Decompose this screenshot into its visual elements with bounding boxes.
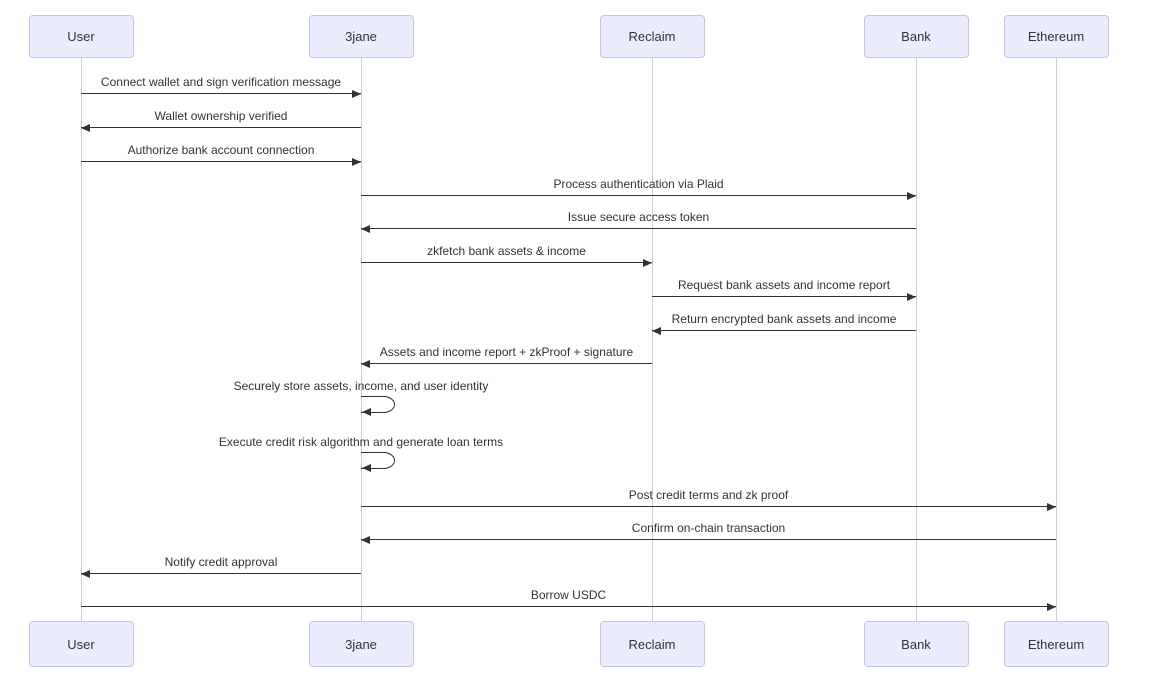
actor-label: Bank	[901, 636, 931, 652]
message-label: Return encrypted bank assets and income	[671, 312, 897, 326]
actor-label: User	[67, 636, 95, 652]
self-loop	[361, 452, 395, 469]
message-line	[81, 127, 361, 128]
message-line	[361, 363, 652, 364]
message-arrowhead	[361, 359, 370, 368]
self-message-label: Securely store assets, income, and user …	[233, 379, 489, 393]
self-loop	[361, 396, 395, 413]
message-arrowhead	[907, 191, 916, 200]
message-label: Assets and income report + zkProof + sig…	[379, 345, 634, 359]
self-loop-arrowhead	[362, 464, 371, 472]
message-label: Post credit terms and zk proof	[628, 488, 789, 502]
message-arrowhead	[352, 157, 361, 166]
message-label: Confirm on-chain transaction	[631, 521, 786, 535]
actor-ethereum-top: Ethereum	[1003, 15, 1109, 58]
message-arrowhead	[652, 326, 661, 335]
actor-3jane-top: 3jane	[308, 15, 414, 58]
lifeline-ethereum	[1056, 58, 1057, 621]
message-arrowhead	[1047, 602, 1056, 611]
actor-reclaim-bottom: Reclaim	[599, 621, 705, 667]
message-label: Request bank assets and income report	[677, 278, 891, 292]
message-arrowhead	[352, 89, 361, 98]
message-line	[361, 506, 1056, 507]
actor-label: Reclaim	[628, 29, 676, 44]
message-arrowhead	[81, 569, 90, 578]
self-loop-arrowhead	[362, 408, 371, 416]
self-message-label: Execute credit risk algorithm and genera…	[218, 435, 504, 449]
message-arrowhead	[361, 224, 370, 233]
actor-label: Ethereum	[1027, 29, 1085, 44]
message-arrowhead	[643, 258, 652, 267]
message-arrowhead	[907, 292, 916, 301]
message-line	[81, 573, 361, 574]
actor-label: Ethereum	[1027, 636, 1085, 652]
message-line	[361, 228, 916, 229]
lifeline-bank	[916, 58, 917, 621]
actor-label: User	[67, 29, 95, 44]
message-line	[81, 161, 361, 162]
actor-label: 3jane	[345, 29, 377, 44]
message-label: Connect wallet and sign verification mes…	[100, 75, 342, 89]
message-label: Process authentication via Plaid	[553, 177, 724, 191]
message-line	[652, 330, 916, 331]
message-line	[361, 539, 1056, 540]
lifeline-user	[81, 58, 82, 621]
actor-label: Bank	[901, 29, 931, 44]
message-line	[81, 93, 361, 94]
actor-label: 3jane	[345, 636, 377, 652]
actor-bank-bottom: Bank	[863, 621, 969, 667]
message-line	[81, 606, 1056, 607]
message-label: Notify credit approval	[164, 555, 278, 569]
message-arrowhead	[81, 123, 90, 132]
message-arrowhead	[361, 535, 370, 544]
actor-reclaim-top: Reclaim	[599, 15, 705, 58]
lifeline-reclaim	[652, 58, 653, 621]
actor-label: Reclaim	[628, 636, 676, 652]
actor-user-top: User	[28, 15, 134, 58]
message-label: Issue secure access token	[567, 210, 710, 224]
message-line	[361, 262, 652, 263]
lifeline-3jane	[361, 58, 362, 621]
message-label: zkfetch bank assets & income	[427, 244, 586, 258]
actor-bank-top: Bank	[863, 15, 969, 58]
message-line	[652, 296, 916, 297]
message-arrowhead	[1047, 502, 1056, 511]
message-label: Wallet ownership verified	[154, 109, 288, 123]
message-line	[361, 195, 916, 196]
message-label: Authorize bank account connection	[127, 143, 315, 157]
actor-3jane-bottom: 3jane	[308, 621, 414, 667]
message-label: Borrow USDC	[530, 588, 607, 602]
actor-ethereum-bottom: Ethereum	[1003, 621, 1109, 667]
actor-user-bottom: User	[28, 621, 134, 667]
